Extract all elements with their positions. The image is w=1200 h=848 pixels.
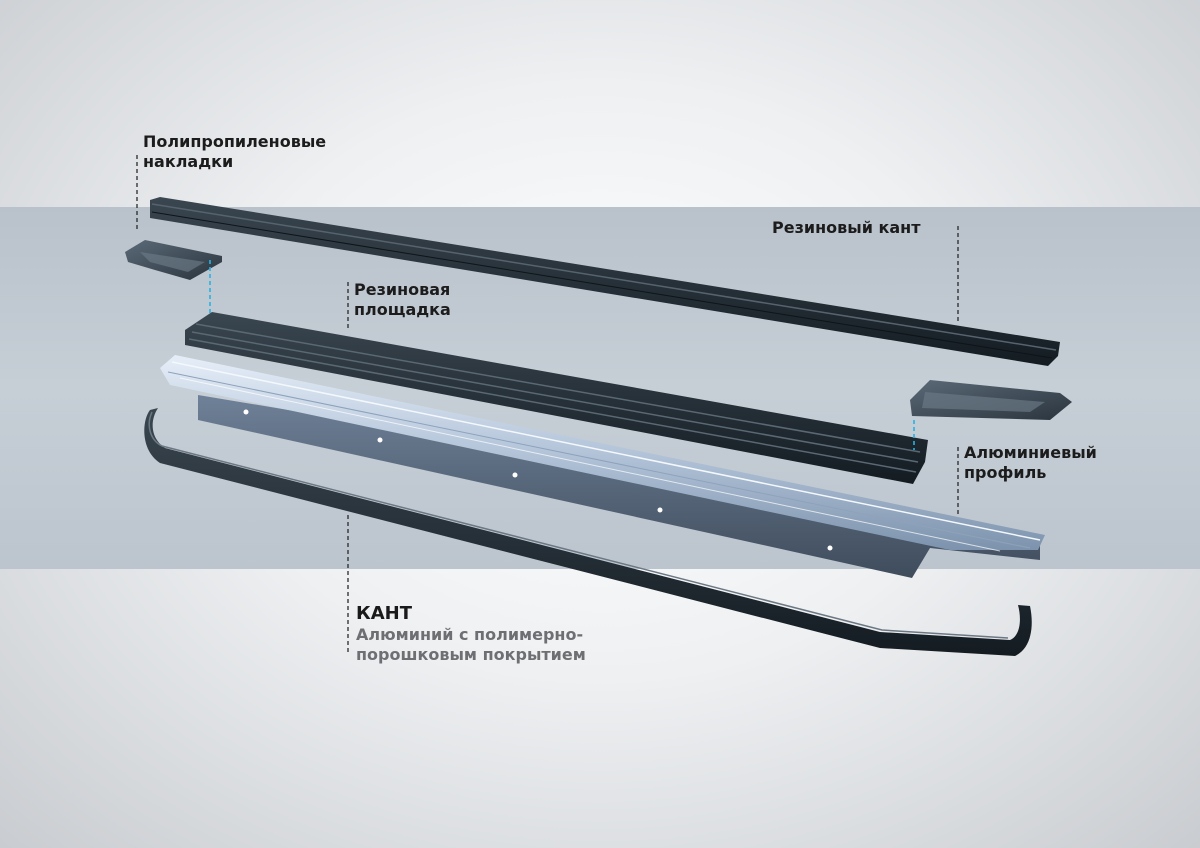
- label-polypropylene-line1: Полипропиленовые: [143, 132, 327, 151]
- aluminum-kant: [144, 408, 1032, 656]
- label-kant-subtitle-line2: порошковым покрытием: [356, 645, 586, 664]
- label-rubber-pad-line2: площадка: [354, 300, 451, 319]
- label-polypropylene: Полипропиленовые накладки: [143, 132, 326, 172]
- label-rubber-pad-line1: Резиновая: [354, 280, 451, 299]
- left-end-cap: [125, 240, 222, 280]
- label-kant-subtitle-line1: Алюминий с полимерно-: [356, 625, 584, 644]
- rubber-edge-strip: [150, 197, 1060, 366]
- right-end-cap: [910, 380, 1072, 420]
- aluminum-profile: [160, 355, 1045, 578]
- label-kant-subtitle: Алюминий с полимерно- порошковым покрыти…: [356, 625, 586, 665]
- label-aluminum-profile: Алюминиевый профиль: [964, 443, 1097, 483]
- label-aluminum-profile-line1: Алюминиевый: [964, 443, 1097, 462]
- label-rubber-pad: Резиновая площадка: [354, 280, 451, 320]
- label-polypropylene-line2: накладки: [143, 152, 234, 171]
- label-aluminum-profile-line2: профиль: [964, 463, 1047, 482]
- label-rubber-edge: Резиновый кант: [772, 218, 921, 237]
- rubber-pad: [185, 312, 928, 484]
- label-kant-title: КАНТ: [356, 603, 412, 624]
